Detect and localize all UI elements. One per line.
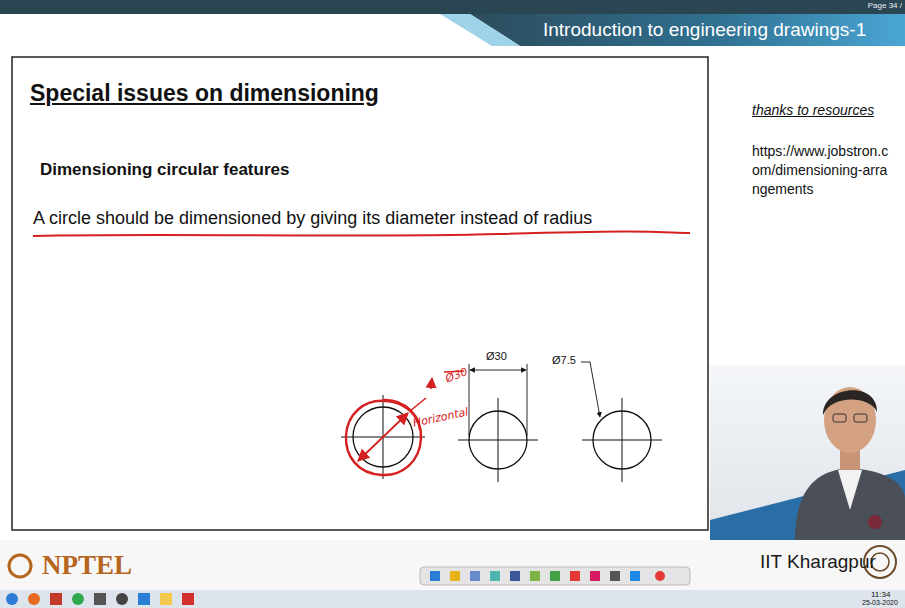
credit-heading: thanks to resources [752,102,874,118]
hand-underline [33,232,690,236]
app-icon [116,593,128,605]
tool-icon [530,571,540,581]
circle-figure [341,395,425,479]
header-strip [0,0,905,14]
center-line [498,398,499,482]
tool-icon [550,571,560,581]
pen-toolbar [420,567,690,585]
circle-figure [581,362,662,482]
slide-title: Special issues on dimensioning [30,80,379,106]
app-icon [160,593,172,605]
app-icon [182,593,194,605]
tool-icon [510,571,520,581]
slide-panel [12,57,708,530]
nptel-logo [9,555,31,577]
institute-name: IIT Kharagpur [760,551,876,573]
hand-circle [346,400,421,475]
hand-leader [410,398,426,411]
app-icon [28,593,40,605]
circle-figure [458,364,538,482]
tool-icon [590,571,600,581]
header-ground [0,0,905,46]
leader-line [581,362,600,417]
presenter-video [710,365,905,540]
tool-icon [450,571,460,581]
nptel-logo-text: NPTEL [42,550,132,581]
hand-note: Horizontal [412,406,470,430]
taskbar-icons [6,593,194,605]
hand-tick [431,378,432,389]
dimension-text: Ø7.5 [552,354,576,367]
dimension-line [470,370,526,371]
toolbar-icons [430,571,665,581]
bottom-bar [0,540,905,590]
app-icon [72,593,84,605]
presenter-glasses [854,414,867,422]
tool-icon [490,571,500,581]
tool-icon [610,571,620,581]
start-button [6,593,18,605]
header-accent [440,14,520,46]
hand-dimension: Ø30 [444,366,470,386]
tool-icon [430,571,440,581]
extension-line [527,364,528,436]
app-icon [50,593,62,605]
presenter-glasses [833,414,846,422]
taskbar [0,590,905,608]
hand-arrow [358,413,408,461]
rule-text: A circle should be dimensioned by giving… [33,208,592,229]
tool-icon [655,571,665,581]
section-heading: Dimensioning circular features [40,160,289,180]
dimension-text: Ø30 [486,350,507,363]
clock-date: 25-03-2020 [862,599,898,607]
tool-icon [470,571,480,581]
tool-icon [570,571,580,581]
presenter-hair [823,390,877,415]
page-number: Page 34 / [868,1,902,10]
presenter-shirt [838,470,862,510]
header-band [470,14,905,46]
mic-badge [868,515,882,529]
clock-time: 11:34 [871,590,890,599]
app-icon [138,593,150,605]
tool-icon [630,571,640,581]
source-url: https://www.jobstron.com/dimensioning-ar… [752,142,890,199]
presenter-body [795,468,905,540]
center-line [622,398,623,482]
course-title: Introduction to engineering drawings-1 [543,19,866,41]
app-icon [94,593,106,605]
